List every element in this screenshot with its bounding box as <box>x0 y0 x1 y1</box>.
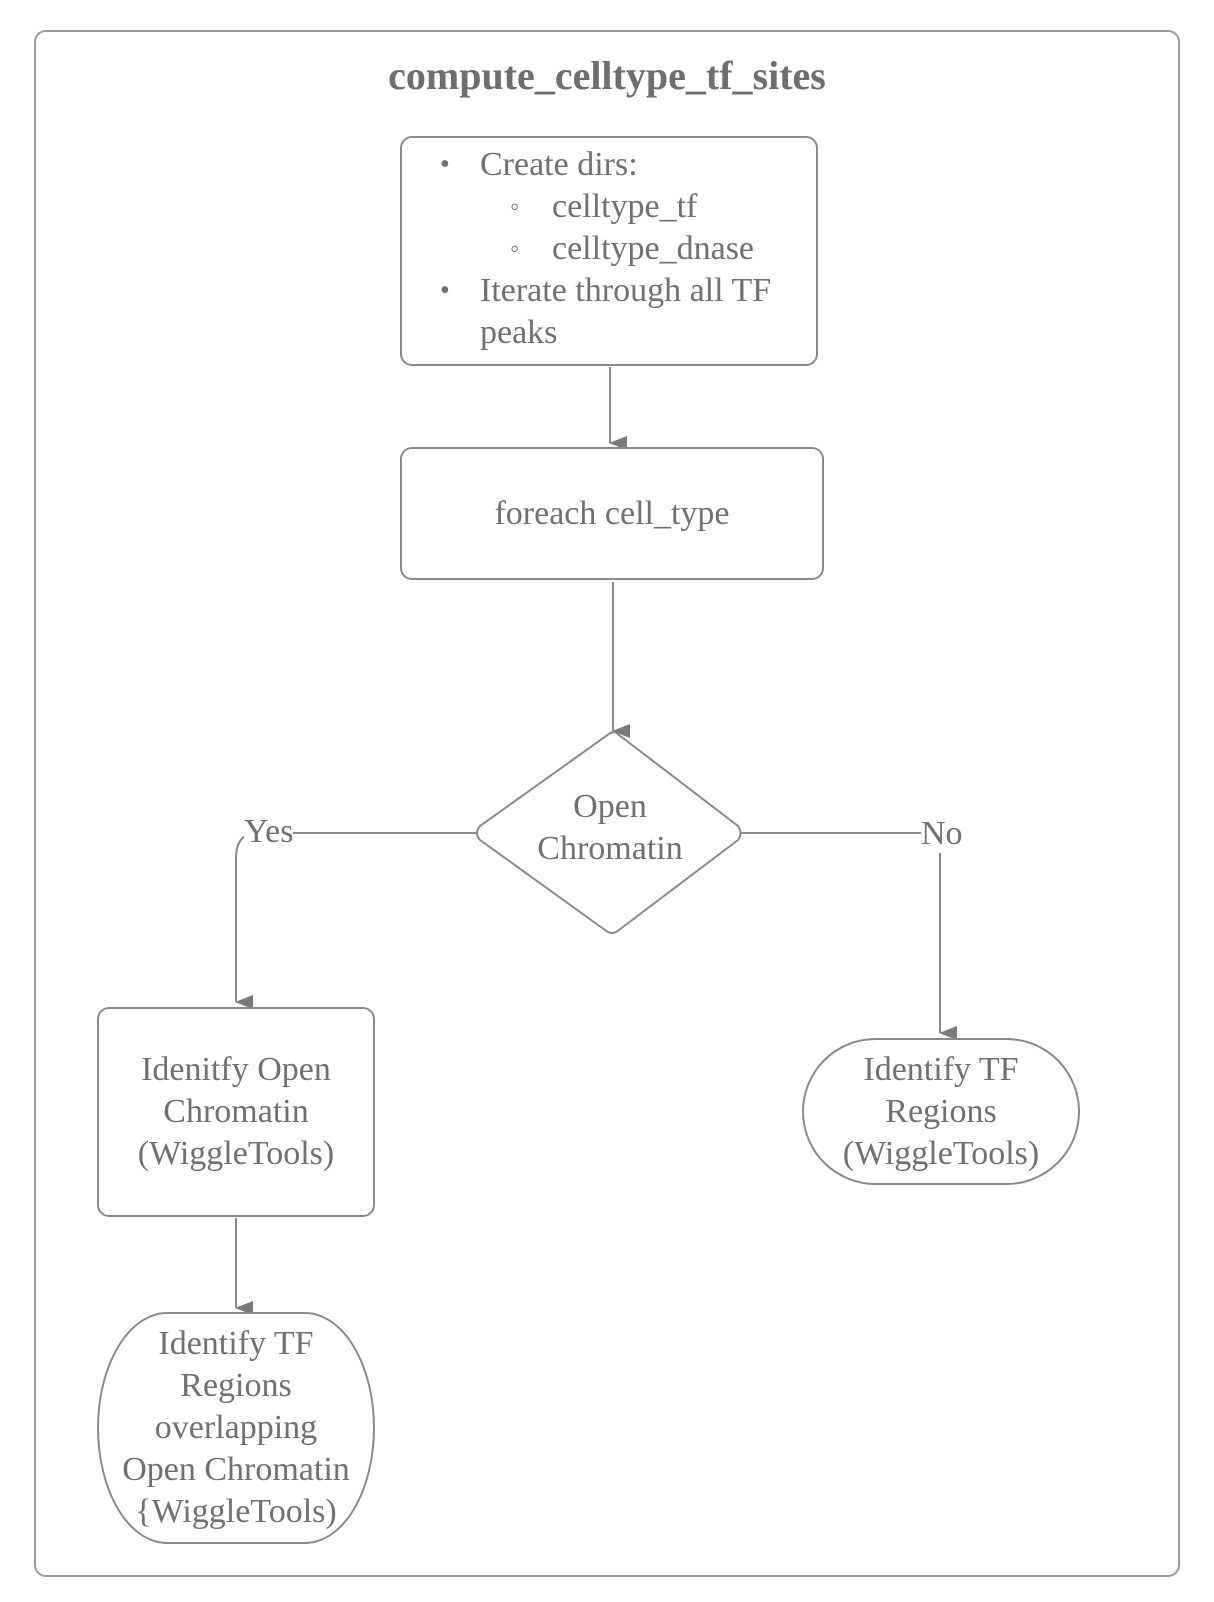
tf-overlap-line: Regions <box>180 1367 292 1404</box>
tf-regions-line: Identify TF <box>863 1050 1019 1088</box>
tf-regions-line: (WiggleTools) <box>842 1134 1040 1172</box>
tf-regions-terminal: Identify TF Regions (WiggleTools) <box>802 1038 1080 1185</box>
open-chromatin-box: Idenitfy Open Chromatin (WiggleTools) <box>97 1007 375 1217</box>
setup-list: Create dirs: celltype_tf celltype_dnase … <box>402 144 816 354</box>
loop-label: foreach cell_type <box>494 494 730 532</box>
tf-overlap-line: overlapping <box>154 1409 318 1446</box>
diagram-frame <box>34 30 1180 1577</box>
list-item: celltype_dnase <box>402 228 816 270</box>
tf-overlap-line: Identify TF <box>158 1325 314 1362</box>
list-item: Iterate through all TF <box>402 270 816 312</box>
decision-label: Open Chromatin <box>510 786 710 870</box>
decision-diamond <box>476 731 742 934</box>
loop-box: foreach cell_type <box>400 447 824 580</box>
tf-overlap-terminal: Identify TF Regions overlapping Open Chr… <box>97 1312 375 1544</box>
setup-box: Create dirs: celltype_tf celltype_dnase … <box>400 136 818 366</box>
edge-label-yes: Yes <box>244 813 294 851</box>
edge-label-no: No <box>921 815 963 853</box>
open-chromatin-line: Idenitfy Open <box>141 1051 331 1088</box>
list-item: Create dirs: <box>402 144 816 186</box>
edge-no <box>741 832 957 1040</box>
tf-overlap-line: {WiggleTools) <box>135 1493 337 1530</box>
list-item: peaks <box>480 314 558 351</box>
decision-line: Chromatin <box>537 830 683 867</box>
tf-overlap-line: Open Chromatin <box>122 1451 350 1488</box>
open-chromatin-line: (WiggleTools) <box>137 1135 335 1172</box>
tf-regions-line: Regions <box>885 1092 997 1130</box>
decision-line: Open <box>573 788 647 825</box>
diagram-title: compute_celltype_tf_sites <box>388 53 826 98</box>
open-chromatin-line: Chromatin <box>163 1093 309 1130</box>
edge-yes <box>235 832 476 1009</box>
list-item: celltype_tf <box>402 186 816 228</box>
